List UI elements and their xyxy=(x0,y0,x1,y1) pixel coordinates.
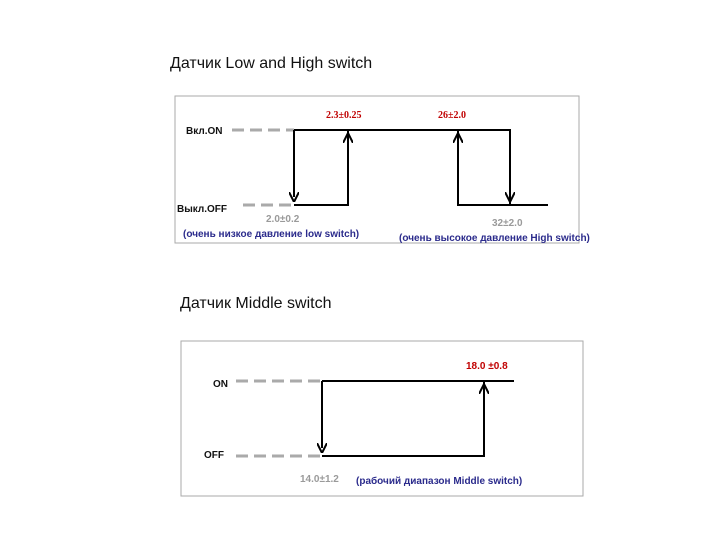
diagram2-title: Датчик Middle switch xyxy=(180,295,332,312)
diagram1-high-off-value: 32±2.0 xyxy=(492,218,523,229)
diagram1-on-label: Вкл.ON xyxy=(186,126,222,137)
diagram2-off-value: 14.0±1.2 xyxy=(300,474,339,485)
diagram2-on-label: ON xyxy=(213,379,228,390)
diagram2-frame xyxy=(180,340,584,497)
diagram1-low-on-value: 2.3±0.25 xyxy=(326,110,362,121)
diagram1-low-off-value: 2.0±0.2 xyxy=(266,214,300,225)
diagram1-low-note: (очень низкое давление low switch) xyxy=(183,229,359,240)
diagram2-off-label: OFF xyxy=(204,450,224,461)
diagram2-on-value: 18.0 ±0.8 xyxy=(466,361,508,372)
diagram1-frame xyxy=(174,95,580,244)
diagram2-note: (рабочий диапазон Middle switch) xyxy=(356,475,522,487)
diagram1-high-note: (очень высокое давление High switch) xyxy=(399,233,590,244)
diagram1-title: Датчик Low and High switch xyxy=(170,55,373,72)
diagram1-high-on-value: 26±2.0 xyxy=(438,110,466,121)
diagram2-waveform xyxy=(322,380,514,457)
diagram1-off-label: Выкл.OFF xyxy=(177,204,227,215)
